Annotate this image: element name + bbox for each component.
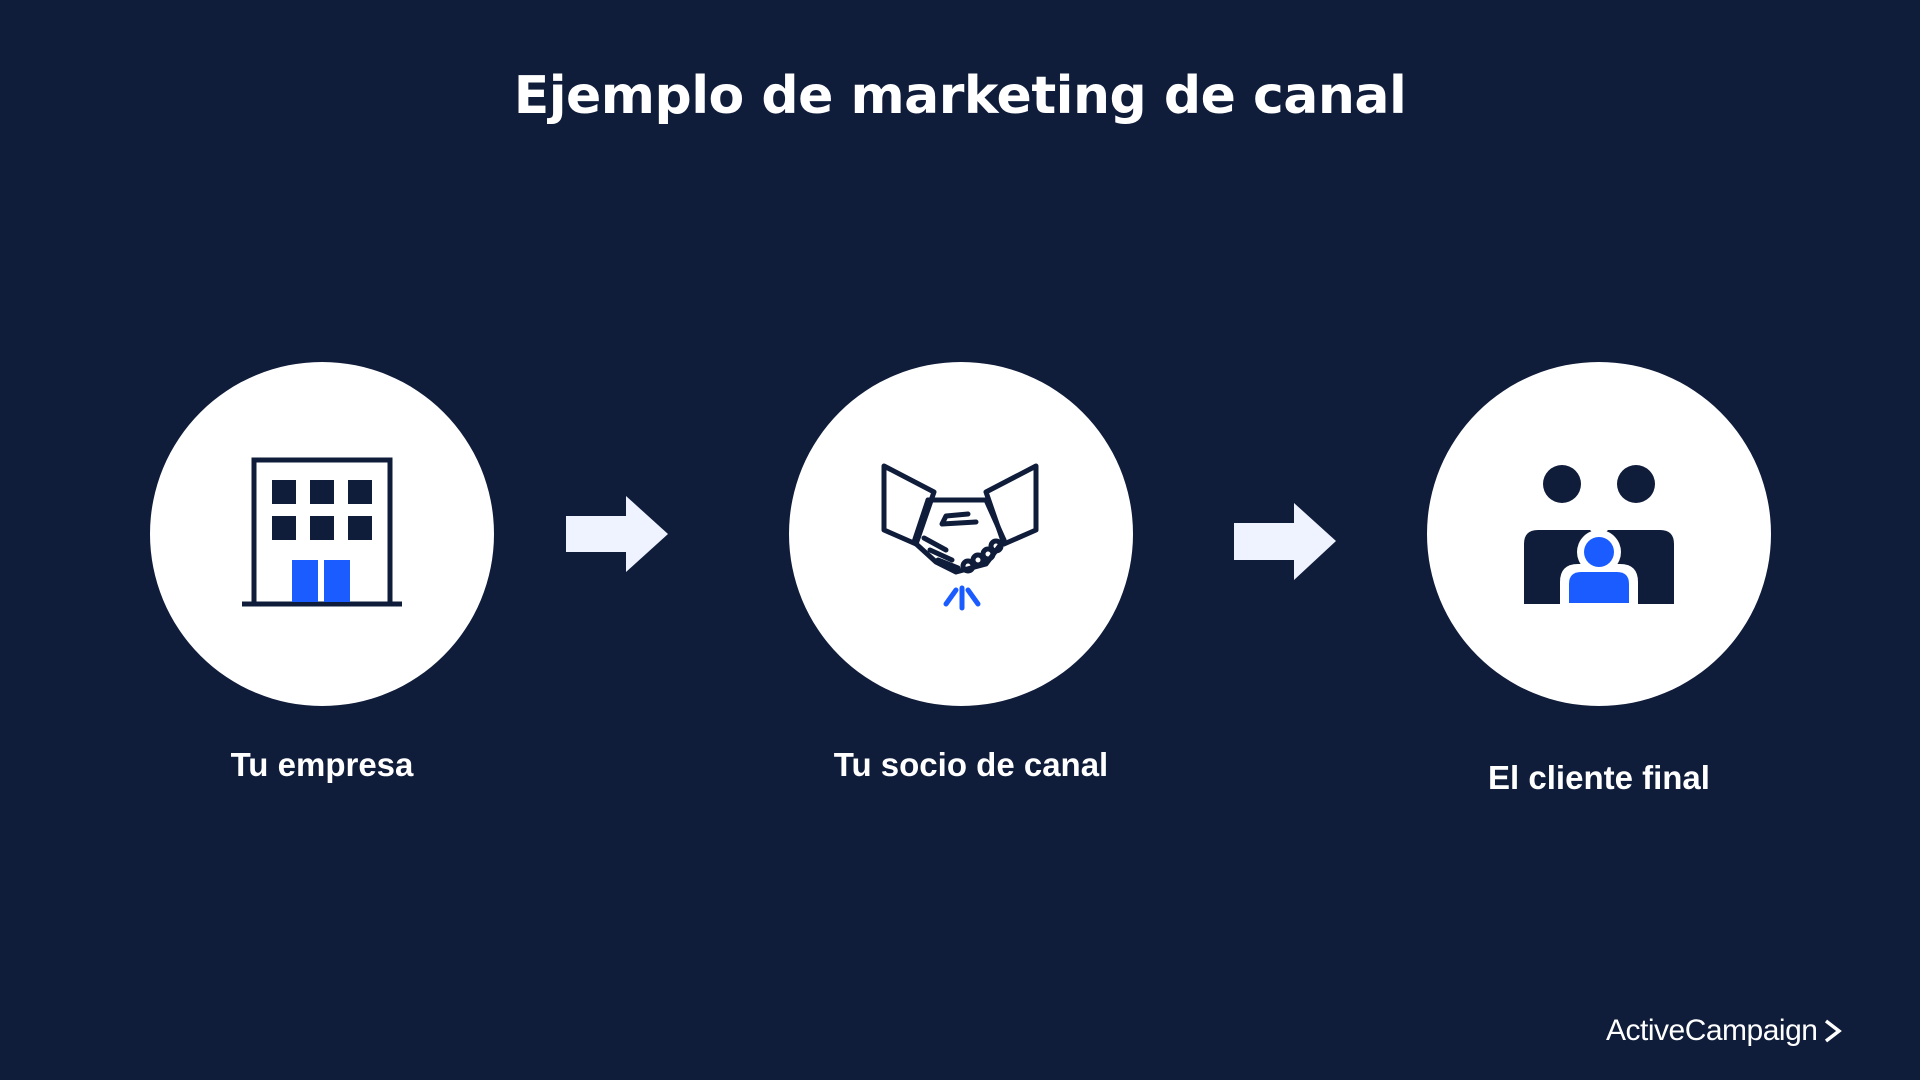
activecampaign-logo: ActiveCampaign [1606,1014,1843,1048]
step-label-customer: El cliente final [1488,759,1710,796]
chevron-right-icon [1825,1019,1843,1043]
building-icon [242,457,402,607]
step-circle-customer [1427,362,1771,706]
step-circle-partner [789,362,1133,706]
logo-text: ActiveCampaign [1606,1014,1818,1047]
step-label-partner: Tu socio de canal [833,746,1109,783]
step-circle-company [150,362,494,706]
step-label-company: Tu empresa [230,746,414,783]
diagram-title: Ejemplo de marketing de canal [513,66,1407,126]
arrow-right-icon [1234,503,1336,580]
handshake-icon [881,463,1039,611]
family-icon [1524,465,1674,604]
arrow-right-icon [566,496,668,572]
